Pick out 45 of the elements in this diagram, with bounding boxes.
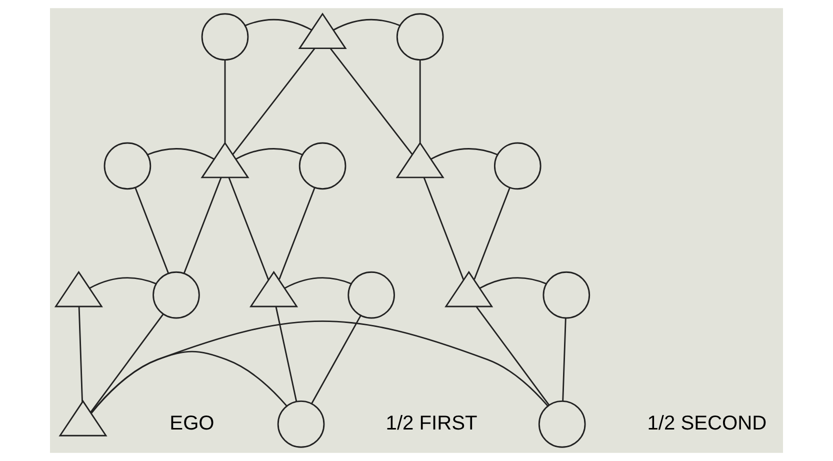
connector (311, 315, 362, 404)
connector (224, 60, 226, 143)
connector (236, 148, 303, 160)
node-label: EGO (170, 412, 214, 434)
node-triangle (249, 270, 298, 308)
node-circle (542, 271, 590, 319)
connector (134, 187, 170, 274)
node-circle (152, 271, 200, 319)
connector (476, 306, 550, 406)
connector (147, 148, 214, 160)
connector (244, 18, 312, 31)
connector (480, 277, 546, 289)
connector (284, 277, 352, 289)
node-label: 1/2 SECOND (647, 412, 767, 434)
node-triangle (298, 12, 347, 50)
connector (278, 187, 316, 280)
connector (275, 306, 298, 402)
node-circle (494, 142, 542, 190)
node-circle (348, 271, 395, 319)
node-circle (277, 400, 325, 448)
connector (430, 148, 498, 160)
connector (423, 177, 464, 280)
node-triangle (200, 142, 250, 178)
connector (228, 177, 270, 280)
connector (183, 177, 222, 274)
connector (89, 277, 156, 289)
node-triangle (54, 270, 103, 308)
node-label: 1/2 FIRST (386, 412, 478, 434)
connector (78, 306, 83, 402)
connector (232, 48, 316, 155)
connector (562, 318, 566, 401)
node-triangle (396, 142, 444, 178)
node-circle (104, 142, 152, 190)
connector (333, 18, 400, 31)
node-circle (201, 13, 249, 61)
connector (90, 320, 548, 414)
node-triangle (58, 400, 108, 436)
node-circle (538, 400, 586, 448)
connector (90, 314, 164, 412)
connector (330, 48, 413, 155)
node-circle (396, 13, 444, 61)
connector (474, 187, 510, 280)
node-triangle (444, 270, 494, 308)
connector (419, 60, 421, 143)
node-circle (298, 142, 346, 190)
